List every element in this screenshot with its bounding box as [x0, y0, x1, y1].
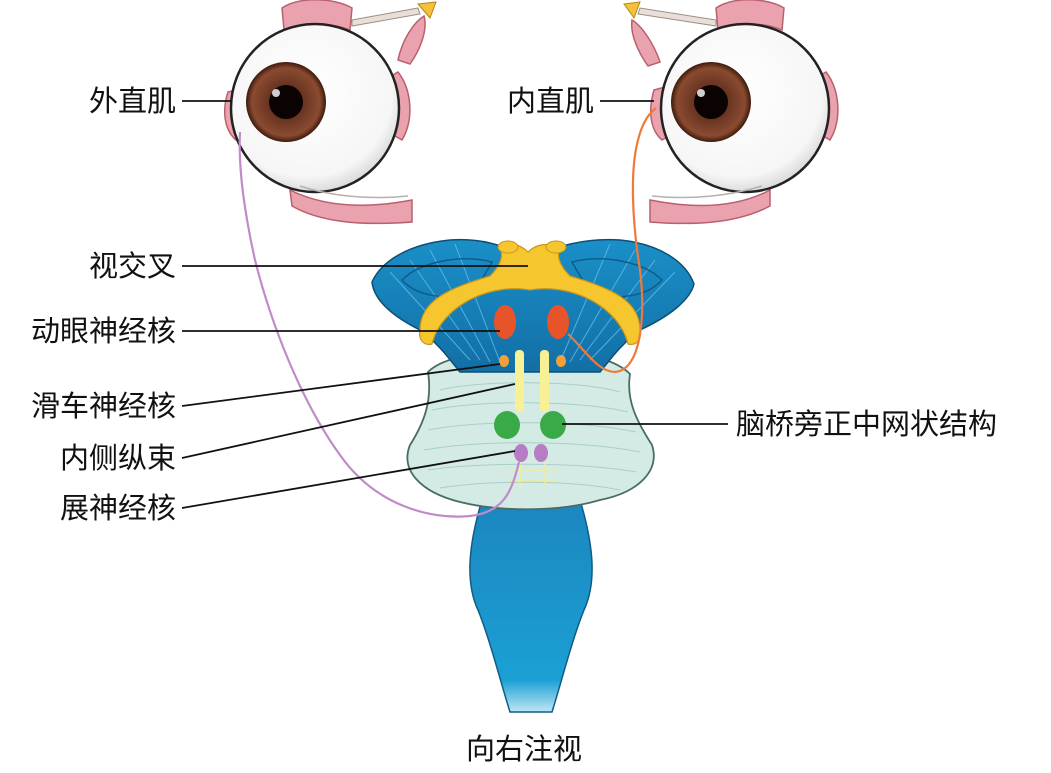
right-abducens-nucleus: [534, 444, 548, 462]
left-trochlea: [417, 1, 437, 19]
label-pprf: 脑桥旁正中网状结构: [736, 407, 998, 441]
label-mlf: 内侧纵束: [59, 441, 176, 475]
label-trochlear-nucleus: 滑车神经核: [30, 389, 176, 423]
caption: 向右注视: [466, 732, 583, 766]
left-mlf-tract: [515, 350, 524, 412]
label-lateral-rectus: 外直肌: [88, 84, 176, 118]
right-trochlear-nucleus: [556, 355, 566, 367]
left-optic-tract-end: [497, 240, 519, 254]
right-eye-highlight: [697, 89, 705, 97]
left-inferior-muscle: [289, 188, 413, 225]
right-oblique-tendon: [637, 7, 717, 27]
pons-striations: [423, 382, 641, 491]
left-eye-highlight: [272, 89, 280, 97]
pons: [406, 352, 655, 511]
brainstem: [371, 238, 695, 713]
right-cerebral-peduncle: [570, 258, 664, 301]
right-optic-nerve: [651, 185, 763, 199]
mlf-leader: [181, 383, 516, 459]
left-superior-oblique-muscle: [397, 14, 426, 65]
right-optic-tract-end: [545, 240, 567, 254]
right-inferior-muscle: [649, 188, 771, 225]
left-optic-nerve: [299, 185, 409, 199]
medulla: [469, 499, 593, 713]
trochlear-nucleus-leader: [181, 363, 501, 407]
left-oblique-tendon: [351, 7, 421, 27]
abducens-nucleus-leader: [181, 450, 516, 509]
left-trochlear-nucleus: [499, 355, 509, 367]
label-abducens-nucleus: 展神经核: [59, 491, 176, 525]
right-mlf-tract: [540, 350, 549, 412]
label-oculomotor-nucleus: 动眼神经核: [30, 314, 176, 348]
right-pprf: [540, 411, 566, 439]
left-pprf: [494, 411, 520, 439]
left-eye: [223, 0, 437, 225]
abducens-nerve-pathway: [238, 131, 521, 518]
left-abducens-nucleus: [514, 444, 528, 462]
left-oculomotor-nucleus: [494, 305, 516, 339]
right-superior-oblique-muscle: [630, 18, 661, 67]
right-oculomotor-nucleus: [547, 305, 569, 339]
oculomotor-nerve-pathway: [567, 107, 657, 374]
midbrain: [371, 238, 695, 373]
label-medial-rectus: 内直肌: [506, 84, 594, 118]
right-eye: [623, 0, 839, 225]
right-trochlea: [623, 1, 641, 20]
leader-lines: [181, 100, 728, 509]
label-optic-chiasm: 视交叉: [88, 249, 176, 283]
